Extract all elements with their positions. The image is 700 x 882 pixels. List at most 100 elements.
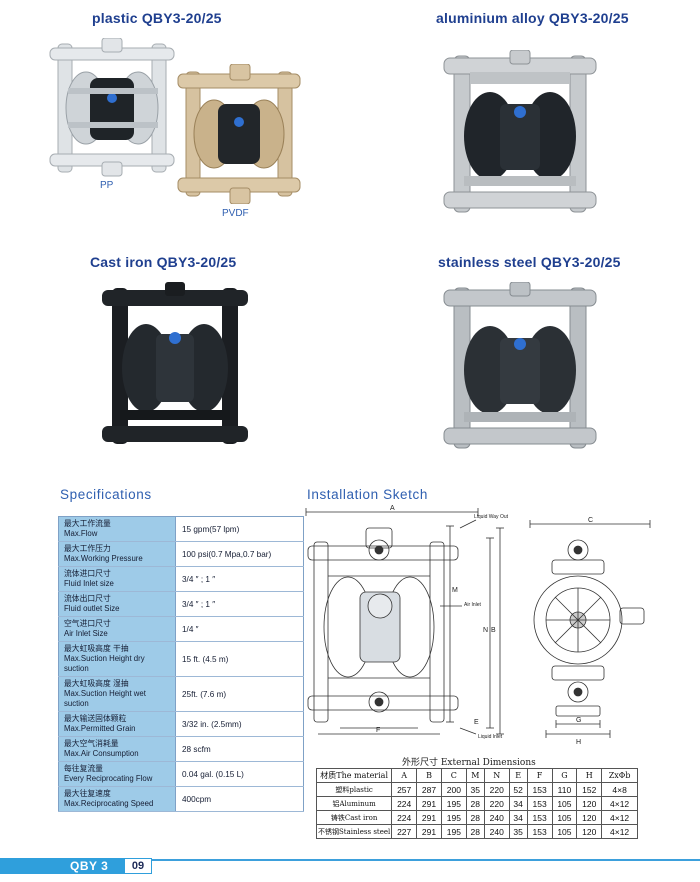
dim-value-cell: 195 — [440, 824, 467, 839]
dim-material-cell: 塑料plastic — [315, 782, 393, 797]
dim-value-cell: 291 — [416, 810, 442, 825]
dim-value-cell: 4×12 — [601, 810, 638, 825]
dim-header-cell: A — [391, 768, 418, 783]
spec-label-en: Max.Suction Height dry suction — [64, 654, 145, 673]
page-number: 09 — [124, 858, 152, 874]
cast-iron-pump-image — [102, 282, 248, 444]
dim-label-m: M — [452, 587, 458, 594]
dim-value-cell: 195 — [440, 796, 467, 811]
dim-value-cell: 240 — [483, 824, 510, 839]
dim-header-cell: H — [576, 768, 603, 783]
spec-value: 3/4 ″ ; 1 ″ — [175, 591, 304, 617]
dim-value-cell: 224 — [391, 796, 418, 811]
specifications-title: Specifications — [60, 487, 152, 502]
spec-value: 15 ft. (4.5 m) — [175, 641, 304, 677]
dim-value-cell: 291 — [416, 796, 442, 811]
dim-header-cell: F — [526, 768, 553, 783]
spec-label-en: Air Inlet Size — [64, 629, 108, 638]
dim-value-cell: 28 — [465, 824, 485, 839]
air-inlet-label: Air Inlet — [464, 602, 482, 608]
stainless-pump-image — [443, 282, 597, 449]
spec-label-cn: 最大输送固体颗粒 — [64, 714, 127, 723]
dim-header-cell: 材质The material — [315, 768, 393, 783]
dim-material-cell: 不锈钢Stainless steel — [315, 824, 393, 839]
dim-value-cell: 257 — [391, 782, 418, 797]
spec-value: 1/4 ″ — [175, 616, 304, 642]
dim-value-cell: 120 — [576, 810, 603, 825]
spec-label-en: Max.Reciprocating Speed — [64, 799, 154, 808]
cast-iron-heading: Cast iron QBY3-20/25 — [90, 254, 237, 270]
liquid-inlet-label: Liquid Inlet — [478, 734, 503, 740]
dim-label-h: H — [576, 739, 581, 746]
dim-label-n: N — [483, 627, 488, 634]
spec-label-cn: 流体进口尺寸 — [64, 569, 111, 578]
dim-header-cell: G — [551, 768, 578, 783]
pp-label: PP — [100, 180, 114, 191]
spec-label-en: Every Reciprocating Flow — [64, 774, 153, 783]
dim-label-c: C — [588, 517, 593, 524]
dim-value-cell: 153 — [526, 810, 553, 825]
footer-series-label: QBY 3 — [70, 859, 109, 873]
installation-title: Installation Sketch — [307, 487, 428, 502]
dim-value-cell: 105 — [551, 796, 578, 811]
dim-value-cell: 224 — [391, 810, 418, 825]
dim-value-cell: 34 — [508, 796, 528, 811]
pvdf-label: PVDF — [222, 208, 249, 219]
spec-value: 25ft. (7.6 m) — [175, 676, 304, 712]
dim-value-cell: 153 — [526, 782, 553, 797]
dim-value-cell: 153 — [526, 824, 553, 839]
dim-value-cell: 120 — [576, 796, 603, 811]
dim-value-cell: 110 — [551, 782, 578, 797]
dim-value-cell: 35 — [465, 782, 485, 797]
dim-value-cell: 34 — [508, 810, 528, 825]
dim-value-cell: 291 — [416, 824, 442, 839]
spec-label-en: Fluid outlet Size — [64, 604, 120, 613]
dim-header-cell: ZxΦb — [601, 768, 638, 783]
spec-label-en: Fluid Inlet size — [64, 579, 114, 588]
spec-value: 15 gpm(57 lpm) — [175, 516, 304, 542]
spec-label-en: Max.Working Pressure — [64, 554, 143, 563]
dim-value-cell: 35 — [508, 824, 528, 839]
aluminium-heading: aluminium alloy QBY3-20/25 — [436, 10, 629, 26]
dim-value-cell: 28 — [465, 796, 485, 811]
spec-label-cn: 最大虹吸高度 干抽 — [64, 644, 129, 653]
spec-label-en: Max.Suction Height wet suction — [64, 689, 146, 708]
spec-label-cn: 最大空气消耗量 — [64, 739, 119, 748]
spec-label-cn: 空气进口尺寸 — [64, 619, 111, 628]
spec-label-cn: 流体出口尺寸 — [64, 594, 111, 603]
dim-material-cell: 铝Aluminum — [315, 796, 393, 811]
dimensions-caption: 外形尺寸 External Dimensions — [402, 758, 536, 768]
stainless-heading: stainless steel QBY3-20/25 — [438, 254, 621, 270]
spec-value: 100 psi(0.7 Mpa,0.7 bar) — [175, 541, 304, 567]
aluminium-pump-image — [443, 50, 597, 213]
dim-value-cell: 28 — [465, 810, 485, 825]
spec-label-cn: 每往复流量 — [64, 764, 103, 773]
dim-value-cell: 105 — [551, 824, 578, 839]
spec-value: 3/32 in. (2.5mm) — [175, 711, 304, 737]
dim-header-cell: B — [416, 768, 442, 783]
pp-pump-image — [49, 38, 175, 177]
dim-value-cell: 4×12 — [601, 796, 638, 811]
spec-value: 400cpm — [175, 786, 304, 812]
dim-value-cell: 4×8 — [601, 782, 638, 797]
pvdf-pump-image — [177, 64, 301, 204]
liquid-out-label: Liquid Way Out — [474, 514, 509, 520]
